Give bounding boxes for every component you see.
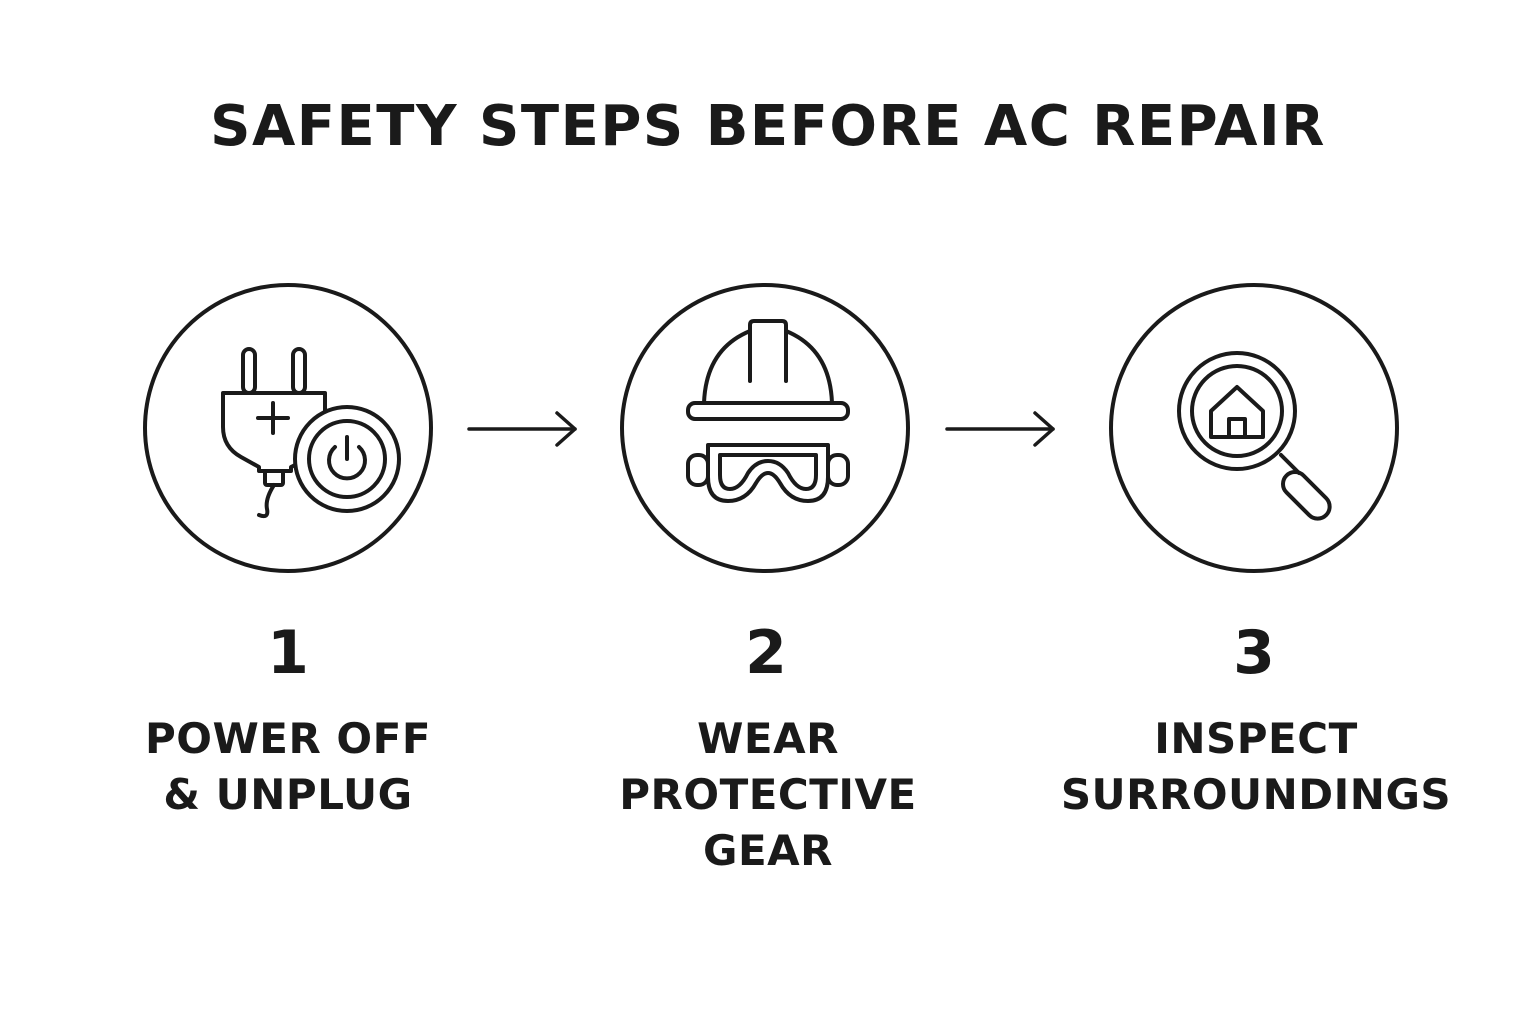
step-2-number: 2 [745,618,787,688]
hardhat-goggles-icon [686,319,850,503]
step-1-number: 1 [267,618,309,688]
magnifier-house-icon [1177,351,1332,521]
step-1-label-line: & UNPLUG [163,770,413,819]
arrow-right-icon [945,411,1055,447]
step-1-label-line: POWER OFF [144,714,432,763]
step-2-label-line: PROTECTIVE [619,770,917,819]
plug-power-icon [221,347,401,519]
step-3-number: 3 [1233,618,1275,688]
step-3-label: INSPECT SURROUNDINGS [1046,711,1466,823]
step-1-circle [143,283,433,573]
diagram-title: SAFETY STEPS BEFORE AC REPAIR [210,94,1326,159]
step-2-circle [620,283,910,573]
step-2-label-line: GEAR [702,826,833,875]
step-3-circle [1109,283,1399,573]
step-2-label-line: WEAR [697,714,839,763]
step-3-label-line: SURROUNDINGS [1060,770,1452,819]
arrow-right-icon [467,411,577,447]
step-2-label: WEAR PROTECTIVE GEAR [558,711,978,879]
step-3-label-line: INSPECT [1154,714,1358,763]
step-1-label: POWER OFF & UNPLUG [78,711,498,823]
